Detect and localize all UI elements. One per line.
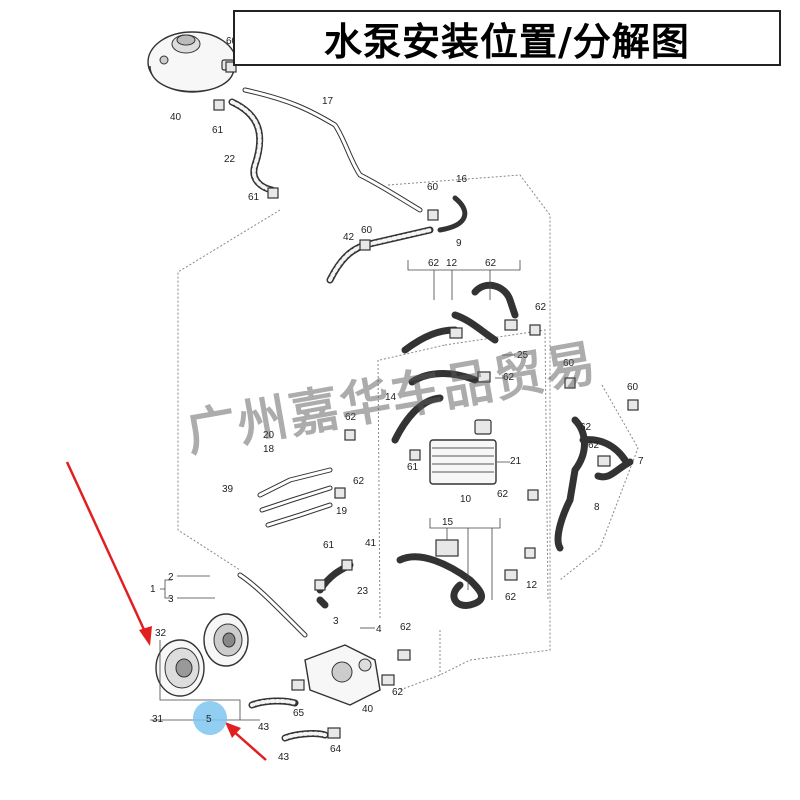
label-23: 23 xyxy=(357,586,369,597)
label-43: 43 xyxy=(258,722,270,733)
label-5: 5 xyxy=(206,714,212,725)
label-64: 64 xyxy=(330,744,342,755)
label-31: 31 xyxy=(152,714,164,725)
hoses xyxy=(228,87,634,742)
highlight-circle xyxy=(193,701,227,735)
label-40: 40 xyxy=(362,704,374,715)
clamps xyxy=(213,61,639,739)
label-62: 62 xyxy=(503,372,515,383)
expansion-tank xyxy=(147,31,237,93)
label-62: 62 xyxy=(400,622,412,633)
label-32: 32 xyxy=(155,628,167,639)
red-arrows xyxy=(65,461,267,761)
title-banner: 水泵安装位置/分解图 xyxy=(233,10,781,66)
label-22: 22 xyxy=(224,154,236,165)
page-title: 水泵安装位置/分解图 xyxy=(324,19,690,64)
label-62: 62 xyxy=(588,440,600,451)
label-62: 62 xyxy=(535,302,547,313)
label-20: 20 xyxy=(263,430,275,441)
label-8: 8 xyxy=(594,502,600,513)
label-21: 21 xyxy=(510,456,522,467)
label-25: 25 xyxy=(517,350,529,361)
label-3: 3 xyxy=(333,616,339,627)
pump-pulley xyxy=(155,639,205,697)
label-60: 60 xyxy=(427,182,439,193)
thermostat-housing xyxy=(304,644,381,706)
label-15: 15 xyxy=(442,517,454,528)
label-60: 60 xyxy=(226,36,238,47)
label-16: 16 xyxy=(456,174,468,185)
label-61: 61 xyxy=(323,540,335,551)
label-4: 4 xyxy=(376,624,382,635)
label-65: 65 xyxy=(293,708,305,719)
label-61: 61 xyxy=(248,192,260,203)
label-60: 60 xyxy=(627,382,639,393)
label-61: 61 xyxy=(212,125,224,136)
label-43: 43 xyxy=(278,752,290,763)
label-62: 62 xyxy=(353,476,365,487)
label-1: 1 xyxy=(150,584,156,595)
label-7: 7 xyxy=(638,456,644,467)
label-62: 62 xyxy=(428,258,440,269)
coolant-pipe-assembly xyxy=(257,467,333,528)
label-12: 12 xyxy=(526,580,538,591)
label-18: 18 xyxy=(263,444,275,455)
label-60: 60 xyxy=(563,358,575,369)
label-62: 62 xyxy=(392,687,404,698)
label-62: 62 xyxy=(580,422,592,433)
label-2: 2 xyxy=(168,572,174,583)
label-19: 19 xyxy=(336,506,348,517)
part-labels: 60 40 61 17 22 61 60 16 42 60 9 62 12 62… xyxy=(150,36,644,763)
label-62: 62 xyxy=(505,592,517,603)
label-14: 14 xyxy=(385,392,397,403)
label-60: 60 xyxy=(361,225,373,236)
label-17: 17 xyxy=(322,96,334,107)
label-3: 3 xyxy=(168,594,174,605)
label-9: 9 xyxy=(456,238,462,249)
label-41: 41 xyxy=(365,538,377,549)
label-40: 40 xyxy=(170,112,182,123)
label-42: 42 xyxy=(343,232,355,243)
water-pump-body xyxy=(203,613,249,667)
label-62: 62 xyxy=(485,258,497,269)
label-61: 61 xyxy=(407,462,419,473)
label-12: 12 xyxy=(446,258,458,269)
label-10: 10 xyxy=(460,494,472,505)
label-39: 39 xyxy=(222,484,234,495)
label-62: 62 xyxy=(497,489,509,500)
assembly-outline xyxy=(177,174,639,691)
oil-cooler xyxy=(429,419,497,485)
label-62: 62 xyxy=(345,412,357,423)
